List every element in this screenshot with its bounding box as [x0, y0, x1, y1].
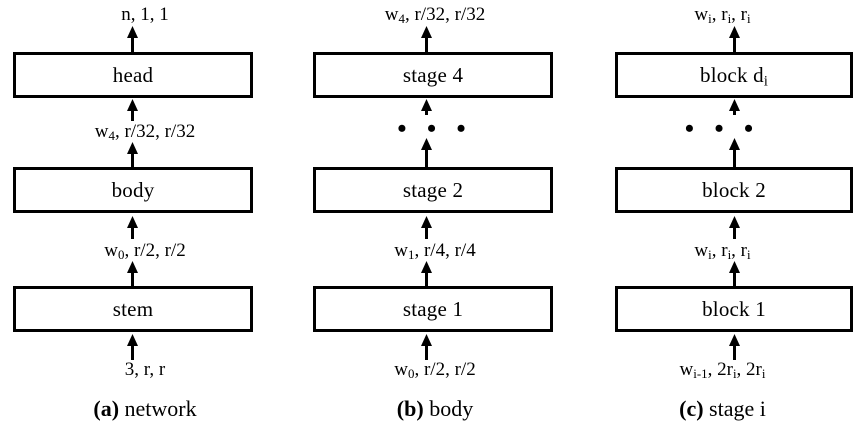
- caption-tag-b: (b): [396, 396, 424, 421]
- block-di-label: block di: [700, 62, 768, 90]
- caption-text-a: network: [124, 396, 197, 421]
- block-stage-2: stage 2: [313, 167, 553, 213]
- block-1-label: block 1: [702, 296, 766, 321]
- tensor-shape-body-to-head: w4, r/32, r/32: [94, 121, 196, 144]
- block-stage-4-label: stage 4: [402, 62, 464, 87]
- arrow-ellipsis-to-blockdi: [728, 99, 741, 115]
- block-2-label: block 2: [702, 177, 766, 202]
- arrow-block2-to-ellipsis: [728, 138, 741, 167]
- column-stage-i: wi, ri, ri block di • • • block 2 wi, ri…: [580, 0, 865, 432]
- arrow-stage4-to-output: [420, 26, 433, 52]
- arrow-block1-to-label: [728, 261, 741, 286]
- block-stage-4: stage 4: [313, 52, 553, 98]
- arrow-body-to-label: [126, 142, 139, 167]
- column-network: n, 1, 1 head w4, r/32, r/32 body w0, r/2…: [0, 0, 290, 432]
- ellipsis-blocks: • • •: [684, 114, 761, 143]
- tensor-shape-input-network: 3, r, r: [124, 359, 166, 380]
- caption-network: (a) network: [0, 398, 290, 420]
- ellipsis-stages: • • •: [397, 114, 473, 143]
- block-stem: stem: [13, 286, 253, 332]
- arrow-stage2-to-ellipsis: [420, 138, 433, 167]
- arrow-input-to-stage1: [420, 334, 433, 360]
- arrow-label-to-block2: [728, 216, 741, 239]
- block-body-label: body: [111, 177, 155, 202]
- tensor-shape-stage1-to-stage2: w1, r/4, r/4: [394, 240, 476, 263]
- arrow-label-to-stage2: [420, 216, 433, 239]
- block-head-label: head: [112, 62, 154, 87]
- arrow-stage1-to-label: [420, 261, 433, 286]
- caption-text-b: body: [429, 396, 474, 421]
- caption-stage-i: (c) stage i: [580, 398, 865, 420]
- column-body: w4, r/32, r/32 stage 4 • • • stage 2 w1,…: [290, 0, 580, 432]
- block-stage-1-label: stage 1: [402, 296, 464, 321]
- arrow-input-to-block1: [728, 334, 741, 360]
- arrow-ellipsis-to-stage4: [420, 99, 433, 115]
- arrow-head-to-output: [126, 26, 139, 52]
- arrow-label-to-body: [126, 216, 139, 239]
- tensor-shape-block1-to-block2: wi, ri, ri: [694, 240, 751, 263]
- arrow-stem-to-label: [126, 261, 139, 286]
- caption-tag-a: (a): [93, 396, 120, 421]
- tensor-shape-output-stage: wi, ri, ri: [694, 4, 751, 27]
- tensor-shape-input-stage: wi-1, 2ri, 2ri: [679, 359, 766, 382]
- block-2: block 2: [615, 167, 853, 213]
- block-di: block di: [615, 52, 853, 98]
- block-stage-1: stage 1: [313, 286, 553, 332]
- caption-body: (b) body: [290, 398, 580, 420]
- tensor-shape-output-network: n, 1, 1: [121, 4, 169, 25]
- tensor-shape-input-body: w0, r/2, r/2: [394, 359, 476, 382]
- block-body: body: [13, 167, 253, 213]
- block-stage-2-label: stage 2: [402, 177, 464, 202]
- caption-text-c: stage i: [709, 396, 766, 421]
- tensor-shape-output-body: w4, r/32, r/32: [384, 4, 486, 27]
- block-head: head: [13, 52, 253, 98]
- block-1: block 1: [615, 286, 853, 332]
- caption-tag-c: (c): [679, 396, 704, 421]
- block-stem-label: stem: [112, 296, 154, 321]
- arrow-label-to-head: [126, 99, 139, 121]
- arrow-blockdi-to-output: [728, 26, 741, 52]
- arrow-input-to-stem: [126, 334, 139, 360]
- tensor-shape-stem-to-body: w0, r/2, r/2: [104, 240, 186, 263]
